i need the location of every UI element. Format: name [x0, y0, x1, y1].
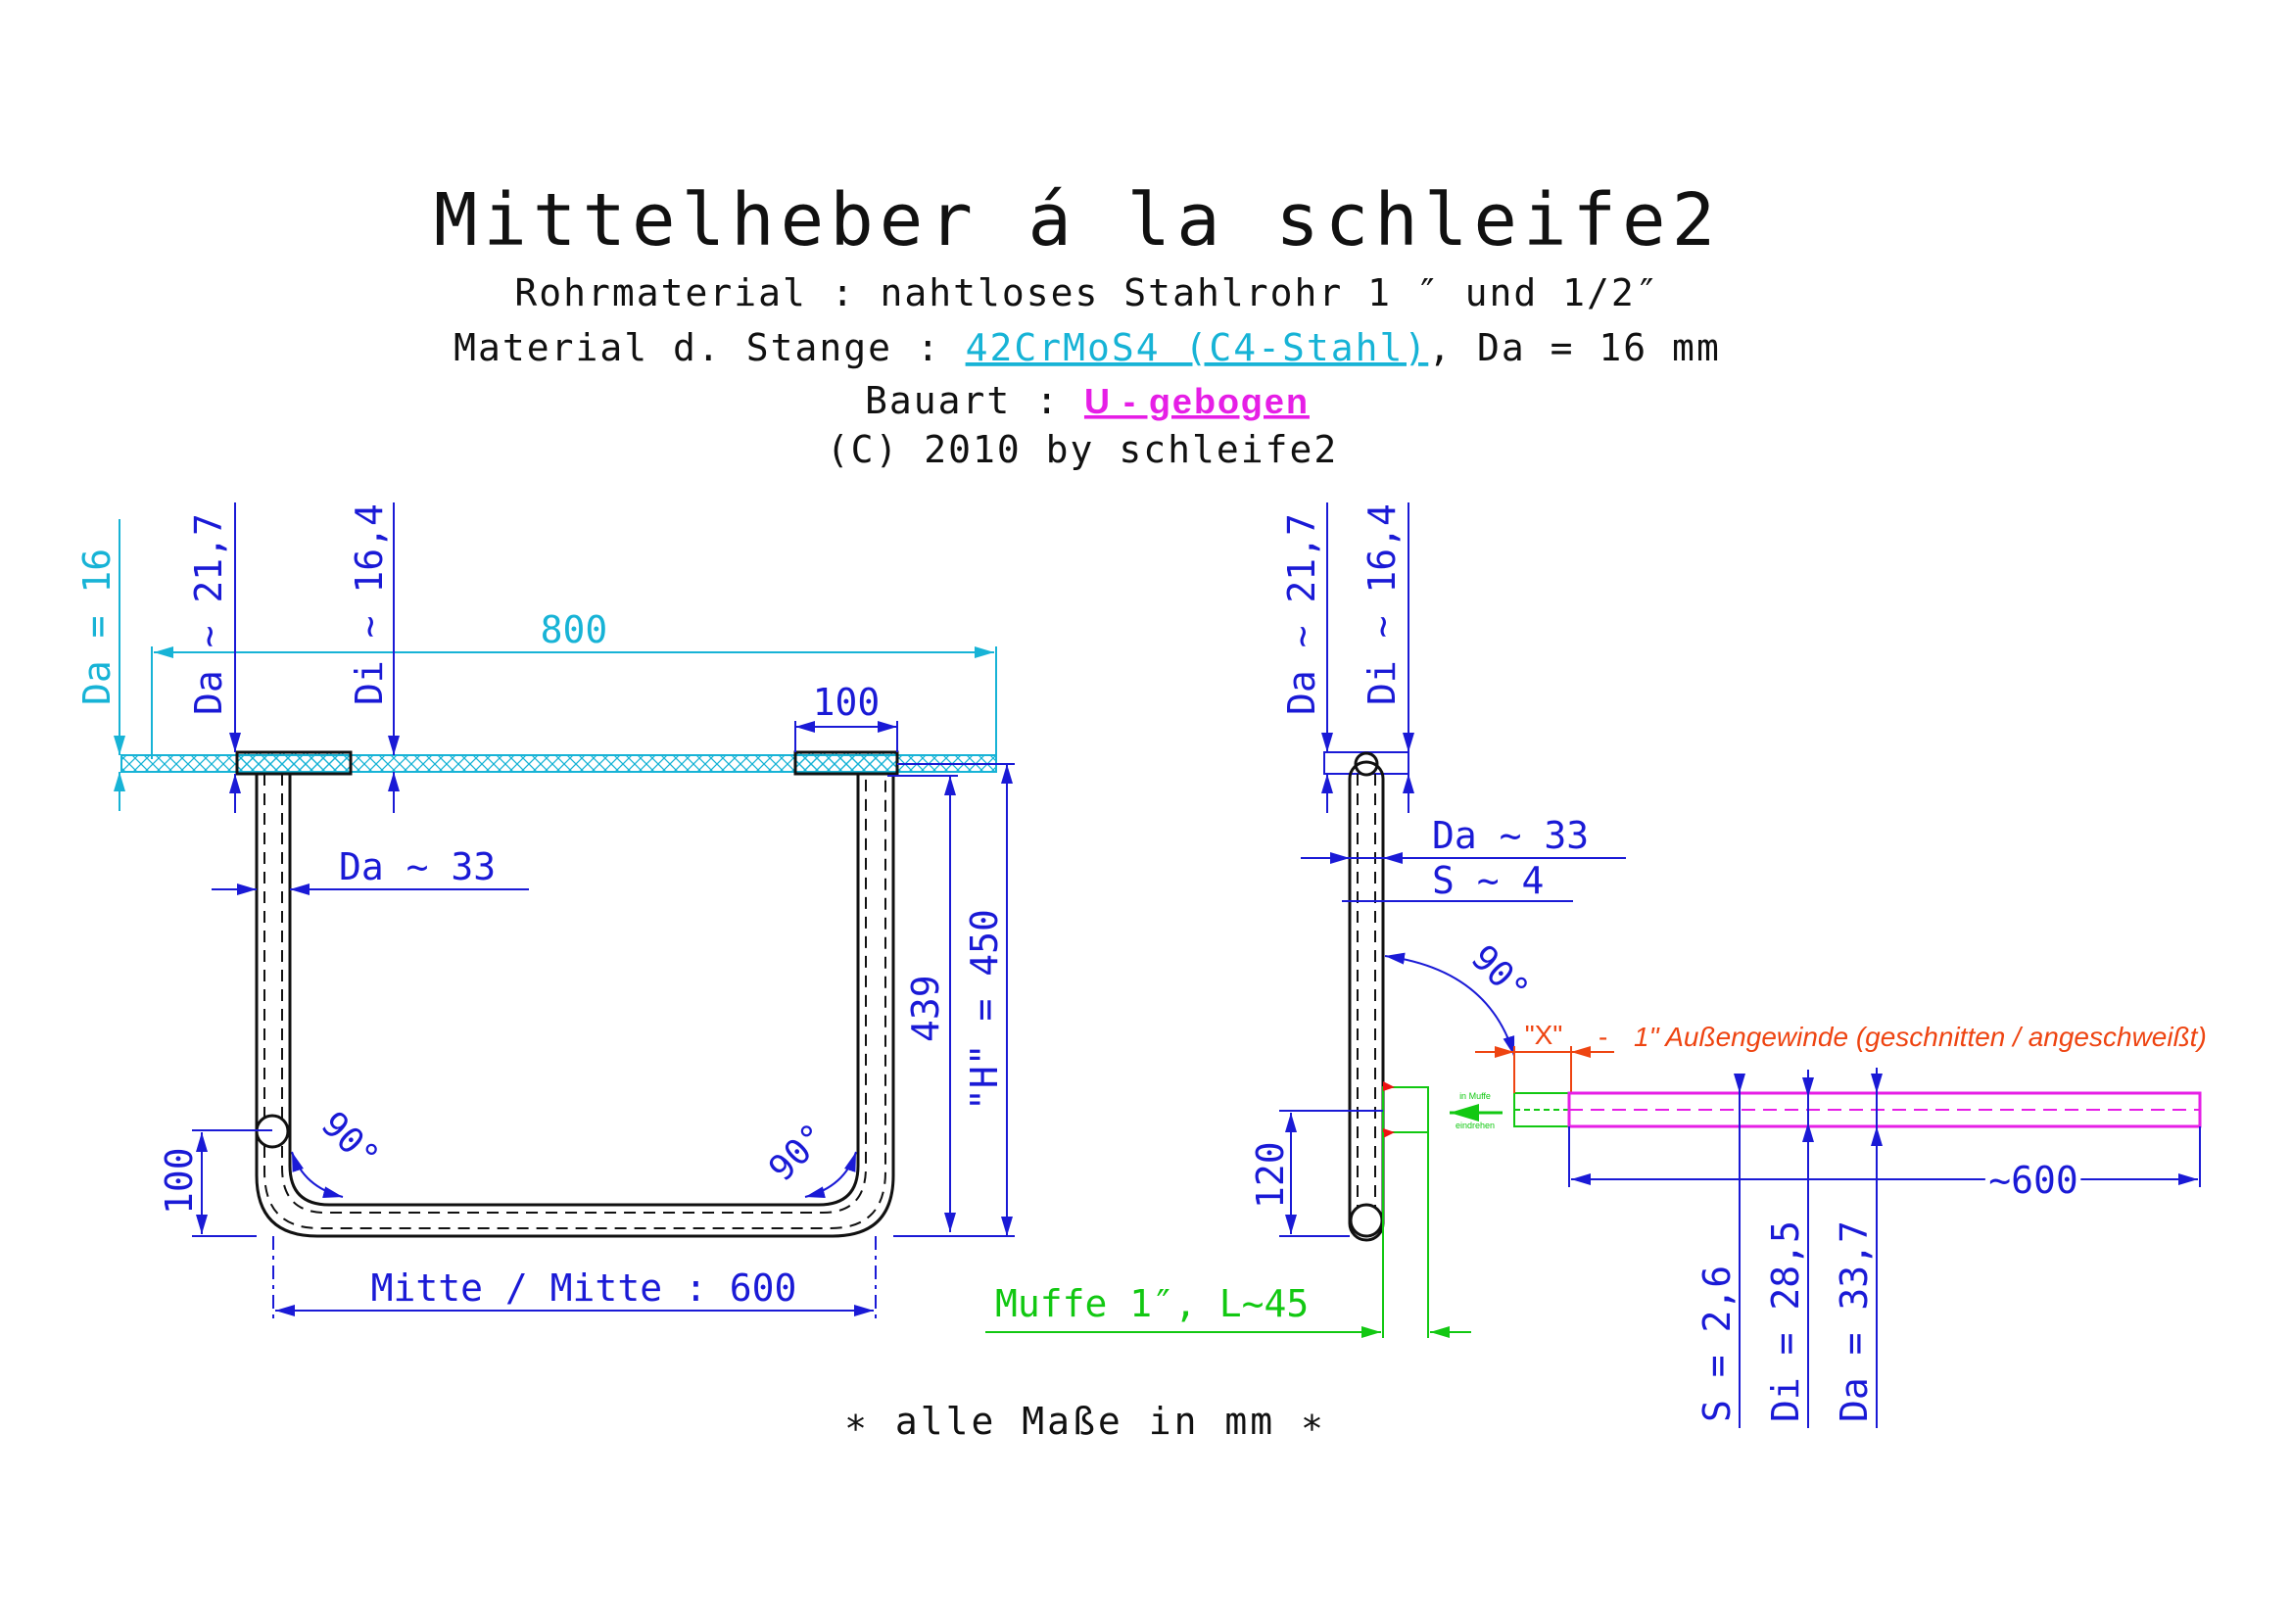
dim-center-600: Mitte / Mitte : 600 — [371, 1266, 797, 1310]
rod-diameter: , Da = 16 mm — [1428, 326, 1721, 369]
side-dim-pipe-s: S ~ 4 — [1432, 859, 1544, 902]
title: Mittelheber á la schleife2 — [434, 178, 1721, 263]
rod-material-link[interactable]: 42CrMoS4 (C4-Stahl) — [966, 326, 1429, 369]
units-note: ∗ alle Maße in mm ∗ — [844, 1400, 1326, 1443]
muffe-label: Muffe 1″, L~45 — [995, 1282, 1309, 1325]
side-dim-pipe-da: Da ~ 33 — [1432, 814, 1589, 857]
side-dim-tube-di: Di ~ 16,4 — [1360, 503, 1404, 705]
muffe-thread-box — [1513, 1092, 1570, 1127]
muffe-box — [1382, 1086, 1429, 1133]
sleeve-left — [235, 750, 353, 776]
weld-mark-top — [1383, 1081, 1395, 1091]
muffe-hint-1: in Muffe — [1459, 1091, 1491, 1101]
u-tube-hidden-2 — [281, 774, 867, 1214]
dim-rod-da: Da = 16 — [75, 549, 119, 705]
x-dash: - — [1599, 1022, 1607, 1052]
dim-439: 439 — [904, 975, 947, 1042]
header-rod-line: Material d. Stange : 42CrMoS4 (C4-Stahl)… — [453, 326, 1721, 369]
type-link[interactable]: U - gebogen — [1084, 381, 1310, 421]
angle-arc-right — [804, 1151, 857, 1198]
x-label: "X" — [1525, 1020, 1563, 1050]
type-prefix: Bauart : — [865, 379, 1084, 422]
header: Mittelheber á la schleife2 Rohrmaterial … — [434, 178, 1721, 471]
dim-di-value: Di = 28,5 — [1764, 1220, 1807, 1422]
dim-h-450: "H" = 450 — [963, 909, 1006, 1111]
dim-corner-100: 100 — [158, 1147, 201, 1215]
copyright: (C) 2010 by schleife2 — [827, 428, 1338, 471]
rod-material-prefix: Material d. Stange : — [453, 326, 965, 369]
header-material-line: Rohrmaterial : nahtloses Stahlrohr 1 ″ u… — [514, 271, 1659, 314]
dim-pipe-da: Da ~ 33 — [339, 845, 496, 888]
side-dim-tube-da: Da ~ 21,7 — [1280, 513, 1323, 715]
angle-arc-left — [291, 1151, 344, 1198]
dim-120: 120 — [1249, 1141, 1292, 1209]
side-bottom-circle — [1349, 1203, 1384, 1238]
muffe-hint-2: eindrehen — [1456, 1121, 1495, 1130]
side-rod-circle — [1354, 751, 1379, 777]
dim-sleeve-100: 100 — [813, 681, 881, 724]
u-tube-hidden-1 — [263, 774, 886, 1229]
side-angle-arc — [1384, 952, 1515, 1057]
dim-tube-di: Di ~ 16,4 — [348, 503, 391, 705]
sleeve-right — [793, 750, 899, 776]
dim-tube-da: Da ~ 21,7 — [187, 513, 230, 715]
header-type-line: Bauart : U - gebogen — [865, 379, 1310, 422]
side-angle: 90° — [1463, 937, 1537, 1011]
dim-600: ~600 — [1988, 1159, 2078, 1202]
front-view: Da = 16 800 Da ~ 21,7 Di ~ 16,4 100 Da ~… — [75, 502, 1015, 1318]
dim-da-value: Da = 33,7 — [1833, 1220, 1876, 1422]
side-view: Da ~ 21,7 Di ~ 16,4 Da ~ 33 S ~ 4 90° in… — [985, 502, 2207, 1428]
u-tube-outer — [255, 774, 895, 1238]
thread-note: 1" Außengewinde (geschnitten / angeschwe… — [1634, 1022, 2207, 1052]
angle-left: 90° — [313, 1104, 387, 1177]
angle-right: 90° — [761, 1116, 835, 1189]
weld-mark-bot — [1383, 1128, 1395, 1138]
dim-800: 800 — [541, 608, 608, 651]
side-tube — [1348, 760, 1385, 1242]
dim-s-value: S = 2,6 — [1695, 1266, 1739, 1422]
